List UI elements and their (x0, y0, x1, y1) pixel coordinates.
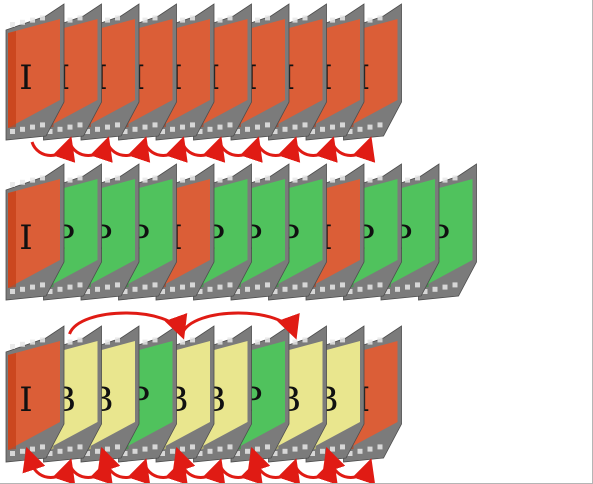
dependency-arrow (172, 446, 226, 483)
dependency-arrow (143, 136, 188, 163)
row-ibp: IBBPBBPBBI (5, 311, 402, 483)
dependency-arrow (218, 136, 263, 163)
dependency-arrow (97, 446, 151, 483)
dependency-arrow (143, 458, 188, 483)
dependency-arrow (293, 136, 338, 163)
dependency-arrow (293, 458, 338, 483)
dependency-arrow (218, 458, 263, 483)
frame-I-1: I (5, 325, 65, 463)
dependency-arrow (68, 136, 113, 163)
dependency-arrow (180, 136, 226, 163)
frame-I-1: I (5, 163, 65, 301)
frame-I-1: I (5, 3, 65, 141)
dependency-arrow (68, 458, 113, 483)
dependency-arrow (180, 311, 300, 340)
row-ip: PPPIPPPIPPPI (5, 163, 477, 301)
dependency-arrow (247, 446, 301, 483)
dependency-arrow (322, 446, 376, 483)
dependency-arrow (255, 136, 301, 163)
frame-label-I: I (19, 218, 32, 258)
row-i-only: IIIIIIIIII (5, 3, 402, 163)
dependency-arrow (105, 136, 151, 163)
dependency-arrow (330, 136, 376, 163)
dependency-arrow (68, 311, 188, 340)
frame-label-I: I (19, 58, 32, 98)
dependency-arrow (22, 446, 76, 483)
frame-label-I: I (19, 380, 32, 420)
dependency-arrow (30, 136, 76, 163)
